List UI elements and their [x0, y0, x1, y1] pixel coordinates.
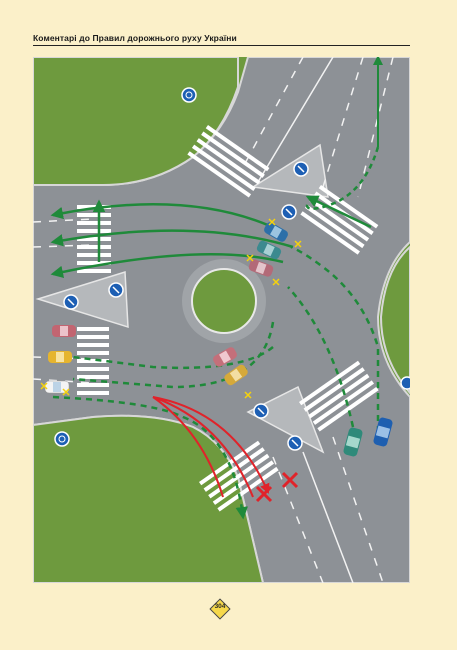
- header-divider: [33, 45, 410, 46]
- car-icon-6: [52, 325, 76, 337]
- direction-arrow-sign-icon-5: [253, 403, 269, 419]
- grass-right: [379, 245, 410, 395]
- forbidden-paths: [152, 396, 270, 498]
- crosswalk-bottom-right: [299, 360, 379, 432]
- direction-arrow-sign-icon-3: [63, 294, 79, 310]
- splitter-island-top: [250, 143, 329, 198]
- car-icon-3: [248, 259, 274, 277]
- path-exit-left-3: [50, 253, 284, 279]
- allowed-paths: [50, 57, 383, 520]
- grass-corner-bottom-left: [33, 414, 265, 583]
- car-icon-5: [224, 364, 248, 386]
- lane-markings: [33, 57, 394, 583]
- page-number: 304: [214, 603, 226, 610]
- direction-arrow-sign-icon-2: [281, 204, 297, 220]
- roundabout-sign-icon-3: [400, 376, 410, 390]
- roundabout-diagram: [33, 57, 410, 583]
- path-exit-left-1: [50, 203, 284, 234]
- car-icon-4: [213, 347, 237, 367]
- car-icon: [264, 222, 288, 242]
- car-icon-9: [373, 417, 393, 447]
- roundabout-sign-icon: [181, 87, 197, 103]
- path-to-top-right: [305, 195, 372, 229]
- forbidden-x-mark-icon: [255, 485, 273, 503]
- crosswalk-left-lower: [77, 327, 109, 395]
- page-title: Коментарі до Правил дорожнього руху Укра…: [33, 33, 237, 43]
- page-number-badge: [209, 598, 231, 620]
- crosswalk-top: [187, 125, 270, 198]
- car-icon-2: [256, 240, 282, 260]
- roundabout-illustration: [33, 57, 410, 583]
- car-icon-7: [48, 351, 72, 363]
- splitter-island-bottom: [246, 385, 325, 454]
- direction-arrow-sign-icon-6: [287, 435, 303, 451]
- roundabout-sign-icon-2: [54, 431, 70, 447]
- path-exit-left-2: [50, 229, 294, 249]
- path-enter-bottom-right: [290, 245, 380, 432]
- turn-signals: [40, 218, 302, 399]
- direction-arrow-sign-icon: [293, 161, 309, 177]
- path-left-loop-2: [72, 321, 275, 389]
- cars: [44, 222, 393, 457]
- direction-arrow-sign-icon-4: [108, 282, 124, 298]
- road-signs: [54, 87, 410, 451]
- path-exit-bottom: [52, 395, 248, 520]
- splitter-island-left: [35, 270, 129, 329]
- central-island: [191, 268, 257, 334]
- forbidden-x-marks: [255, 471, 299, 503]
- car-icon-10: [343, 427, 363, 457]
